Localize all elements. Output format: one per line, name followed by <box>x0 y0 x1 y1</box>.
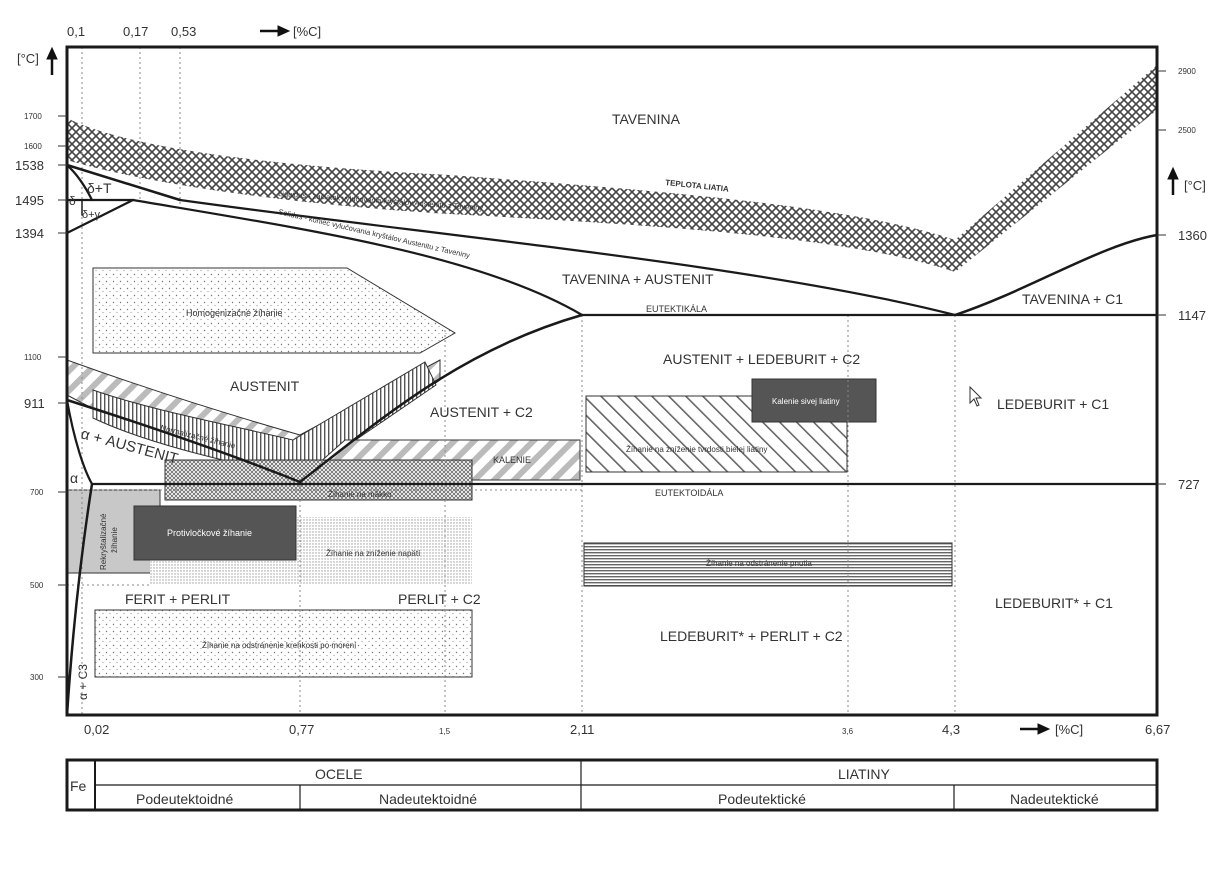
region-alpha-c3: α + C3 <box>76 664 90 700</box>
casting-temperature-band <box>67 65 1157 272</box>
embrittlement-removal-annealing-region <box>94 609 473 678</box>
top-tick-0-53: 0,53 <box>171 24 196 39</box>
stress-removal-annealing-region <box>583 542 953 587</box>
region-austenit-ledeburit-c2: AUSTENIT + LEDEBURIT + C2 <box>663 351 860 367</box>
region-ledeburit-c1: LEDEBURIT + C1 <box>997 396 1109 412</box>
classification-table <box>65 758 1159 812</box>
left-temp-500: 500 <box>30 581 44 590</box>
gray-iron-hardening-label: Kalenie sivej liatiny <box>772 397 840 406</box>
right-temp-2500: 2500 <box>1178 126 1196 135</box>
region-alpha: α <box>70 470 78 486</box>
phase-lines <box>65 163 1159 717</box>
white-iron-hardness-label: Žíhanie na zníženie tvrdosti bielej liat… <box>626 445 767 454</box>
mouse-cursor-icon <box>969 385 983 407</box>
bottom-tick-0-77: 0,77 <box>289 722 314 737</box>
composition-dashed-lines <box>67 47 956 715</box>
region-delta-t: δ+T <box>87 180 112 196</box>
bottom-tick-2-11: 2,11 <box>570 722 594 737</box>
region-ledeburit-star-c1: LEDEBURIT* + C1 <box>995 595 1113 611</box>
region-delta: δ <box>69 194 76 208</box>
table-liatiny-header: LIATINY <box>838 766 891 782</box>
anti-flake-label: Protivločkové žíhanie <box>167 528 252 538</box>
left-temp-700: 700 <box>30 488 44 497</box>
left-temp-1538: 1538 <box>15 158 44 173</box>
right-temp-1360: 1360 <box>1178 228 1207 243</box>
region-perlit-c2: PERLIT + C2 <box>398 591 481 607</box>
homogenization-annealing-region <box>92 267 456 354</box>
right-temp-1147: 1147 <box>1178 308 1206 323</box>
bottom-tick-0-02: 0,02 <box>84 722 109 737</box>
homogenization-label: Homogenizačné žíhanie <box>186 308 283 318</box>
region-tavenina-c1: TAVENINA + C1 <box>1022 291 1123 307</box>
region-austenit: AUSTENIT <box>230 378 300 394</box>
left-temp-911: 911 <box>24 396 45 411</box>
table-nadeutektoidne: Nadeutektoidné <box>379 791 477 807</box>
table-nadeutekticke: Nadeutektické <box>1010 791 1099 807</box>
table-podeutekticke: Podeutektické <box>718 791 806 807</box>
bottom-tick-3-6: 3,6 <box>842 727 854 736</box>
left-temp-1600: 1600 <box>24 142 42 151</box>
region-ferit-perlit: FERIT + PERLIT <box>125 591 231 607</box>
left-temp-1495: 1495 <box>15 193 44 208</box>
top-unit-label: [%C] <box>293 24 321 39</box>
normalization-annealing-inner <box>92 361 437 479</box>
left-temp-300: 300 <box>30 673 44 682</box>
soft-annealing-label: Žíhanie na mäkko <box>328 490 392 499</box>
hardening-label: KALENIE <box>493 455 531 465</box>
left-unit-label: [°C] <box>17 51 39 66</box>
gray-iron-hardening-region <box>751 378 877 423</box>
region-ledeburit-perlit-c2: LEDEBURIT* + PERLIT + C2 <box>660 628 843 644</box>
top-tick-0-17: 0,17 <box>123 24 148 39</box>
left-temp-1394: 1394 <box>15 226 44 241</box>
embrittlement-removal-label: Žíhanie na odstránenie krehkosti po more… <box>202 641 357 650</box>
region-austenit-c2: AUSTENIT + C2 <box>430 404 533 420</box>
casting-temperature-label: TEPLOTA LIATIA <box>665 178 730 194</box>
region-delta-gamma: δ+γ <box>82 209 101 221</box>
stress-relief-label: Žíhanie na zníženie napätí <box>326 549 421 558</box>
bottom-tick-4-3: 4,3 <box>942 722 960 737</box>
left-temp-1700: 1700 <box>24 112 42 121</box>
recrystallization-label-line2: žíhanie <box>110 527 119 553</box>
right-temp-727: 727 <box>1178 477 1200 492</box>
soft-annealing-region <box>164 459 473 501</box>
right-unit-label: [°C] <box>1184 178 1206 193</box>
bottom-unit-label: [%C] <box>1055 722 1083 737</box>
eutectic-line-label: EUTEKTIKÁLA <box>646 304 707 314</box>
stress-removal-label: Žíhanie na odstránenie pnutia <box>706 559 812 568</box>
top-tick-0-1: 0,1 <box>67 24 85 39</box>
bottom-tick-6-67: 6,67 <box>1145 722 1170 737</box>
table-fe-cell: Fe <box>70 778 87 794</box>
left-temp-1100: 1100 <box>24 353 42 362</box>
table-ocele-header: OCELE <box>315 766 362 782</box>
axis-arrows <box>46 25 1179 735</box>
anti-flake-annealing-region <box>133 505 297 561</box>
diagram-frame <box>65 45 1159 717</box>
region-tavenina-austenit: TAVENINA + AUSTENIT <box>562 271 714 287</box>
eutectoid-line-label: EUTEKTOIDÁLA <box>655 488 723 498</box>
bottom-tick-1-5: 1,5 <box>439 727 451 736</box>
recrystallization-label-line1: Rekryštalizačné <box>99 513 108 570</box>
region-tavenina: TAVENINA <box>612 111 681 127</box>
table-podeutektoidne: Podeutektoidné <box>136 791 234 807</box>
axis-ticks <box>58 70 1166 678</box>
right-temp-2900: 2900 <box>1178 67 1196 76</box>
